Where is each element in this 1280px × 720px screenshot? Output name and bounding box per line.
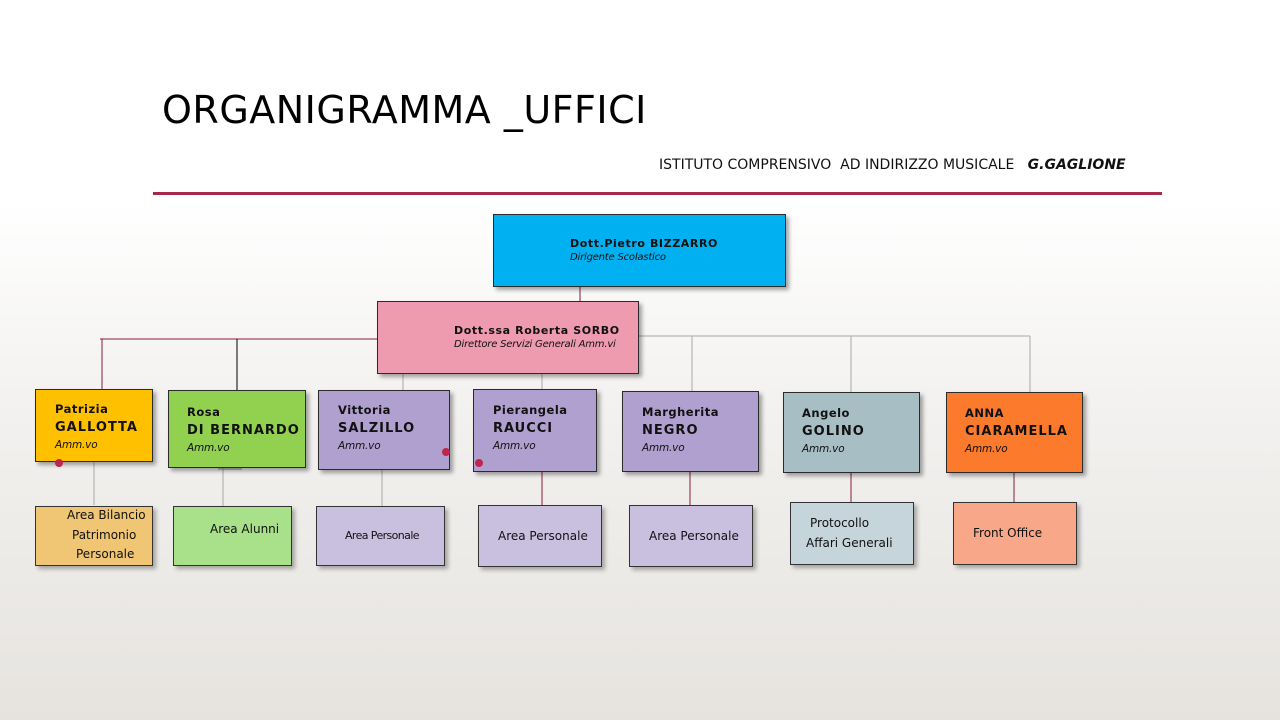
staff-role: Amm.vo — [493, 440, 536, 452]
director-box[interactable]: Dott.Pietro BIZZARRO Dirigente Scolastic… — [493, 214, 786, 287]
staff-role: Amm.vo — [802, 443, 845, 455]
staff-box-negro[interactable]: Margherita NEGRO Amm.vo — [622, 391, 759, 472]
staff-last-name: CIARAMELLA — [965, 424, 1068, 439]
staff-last-name: SALZILLO — [338, 421, 416, 436]
staff-last-name: GOLINO — [802, 424, 865, 439]
staff-role: Amm.vo — [642, 442, 685, 454]
area-box-protocollo[interactable]: Protocollo Affari Generali — [790, 502, 914, 565]
area-box-personale-2[interactable]: Area Personale — [478, 505, 602, 567]
staff-first-name: Vittoria — [338, 403, 391, 417]
staff-last-name: NEGRO — [642, 423, 699, 438]
staff-box-salzillo[interactable]: Vittoria SALZILLO Amm.vo — [318, 390, 450, 470]
dsga-name: Dott.ssa Roberta SORBO — [454, 324, 620, 337]
area-line: Personale — [76, 547, 135, 561]
area-line: Protocollo — [810, 516, 870, 530]
staff-box-ciaramella[interactable]: ANNA CIARAMELLA Amm.vo — [946, 392, 1083, 473]
area-line: Area Alunni — [210, 522, 280, 536]
decorative-dot — [475, 459, 483, 467]
dsga-role: Direttore Servizi Generali Amm.vi — [454, 339, 616, 350]
header-rule — [153, 192, 1162, 195]
area-box-alunni[interactable]: Area Alunni — [173, 506, 292, 566]
staff-box-raucci[interactable]: Pierangela RAUCCI Amm.vo — [473, 389, 597, 472]
school-subtitle: ISTITUTO COMPRENSIVO AD INDIRIZZO MUSICA… — [659, 157, 1126, 173]
area-line: Affari Generali — [806, 536, 893, 550]
area-box-front-office[interactable]: Front Office — [953, 502, 1077, 565]
area-box-personale-3[interactable]: Area Personale — [629, 505, 753, 567]
area-line: Area Personale — [498, 529, 588, 543]
staff-last-name: RAUCCI — [493, 421, 554, 436]
staff-first-name: Rosa — [187, 405, 221, 419]
area-line: Area Personale — [649, 529, 739, 543]
staff-first-name: Pierangela — [493, 403, 568, 417]
dsga-box[interactable]: Dott.ssa Roberta SORBO Direttore Servizi… — [377, 301, 639, 374]
subtitle-prefix: ISTITUTO COMPRENSIVO AD INDIRIZZO MUSICA… — [659, 157, 1028, 173]
staff-first-name: Patrizia — [55, 402, 109, 416]
staff-first-name: ANNA — [965, 406, 1005, 420]
area-line: Front Office — [973, 526, 1043, 540]
area-line: Patrimonio — [72, 528, 137, 542]
staff-role: Amm.vo — [338, 440, 381, 452]
school-name: G.GAGLIONE — [1027, 157, 1126, 173]
area-line: Area Bilancio — [67, 508, 146, 522]
staff-box-golino[interactable]: Angelo GOLINO Amm.vo — [783, 392, 920, 473]
decorative-dot — [55, 459, 63, 467]
staff-box-gallotta[interactable]: Patrizia GALLOTTA Amm.vo — [35, 389, 153, 462]
staff-last-name: DI BERNARDO — [187, 423, 300, 438]
staff-role: Amm.vo — [55, 439, 98, 451]
staff-role: Amm.vo — [965, 443, 1008, 455]
area-line: Area Personale — [345, 529, 420, 542]
decorative-dot — [442, 448, 450, 456]
staff-first-name: Angelo — [802, 406, 850, 420]
staff-last-name: GALLOTTA — [55, 420, 138, 435]
area-box-personale-1[interactable]: Area Personale — [316, 506, 445, 566]
staff-box-dibernardo[interactable]: Rosa DI BERNARDO Amm.vo — [168, 390, 306, 468]
director-name: Dott.Pietro BIZZARRO — [570, 237, 718, 250]
director-role: Dirigente Scolastico — [570, 252, 666, 263]
staff-first-name: Margherita — [642, 405, 719, 419]
page-title: ORGANIGRAMMA _UFFICI — [162, 88, 647, 132]
area-box-bilancio[interactable]: Area Bilancio Patrimonio Personale — [35, 506, 153, 566]
staff-role: Amm.vo — [187, 442, 230, 454]
